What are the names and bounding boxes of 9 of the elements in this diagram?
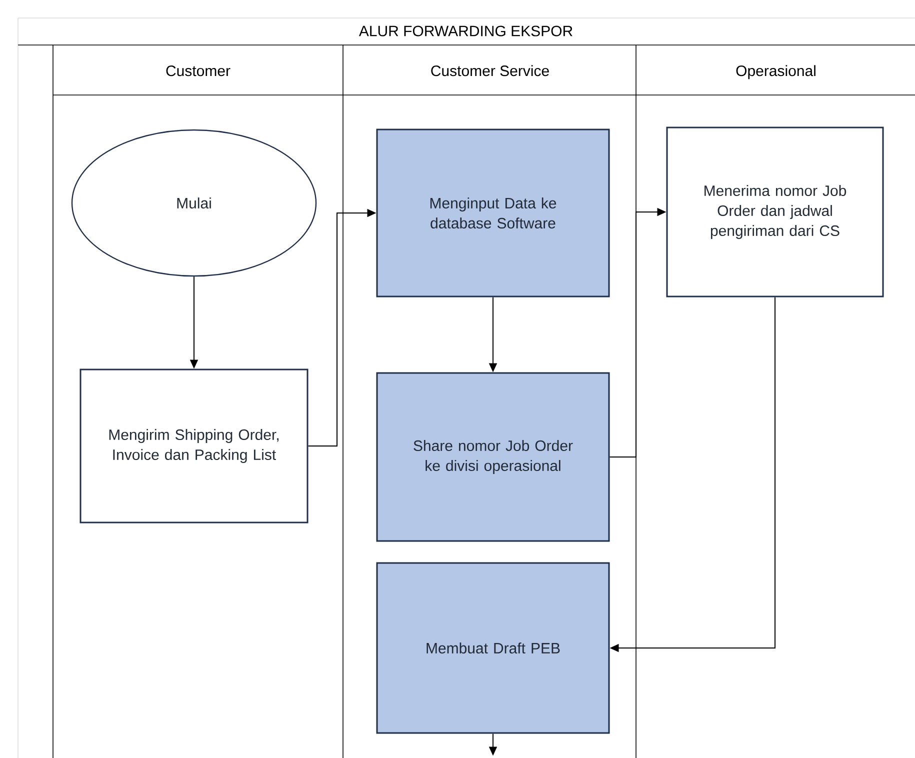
title: ALUR FORWARDING EKSPOR	[358, 26, 572, 36]
lane-header: Operasional	[736, 65, 816, 80]
process-box: Share nomor Job Order ke divisi operasional	[376, 372, 610, 542]
process-box: Membuat Draft PEB	[376, 562, 610, 734]
lane-header: Customer	[166, 66, 230, 76]
process-box: Menginput Data ke database Software	[376, 128, 610, 298]
process-box: Mengirim Shipping Order, Invoice dan Packing List	[80, 368, 308, 524]
process-box: Menerima nomor Job Order dan jadwal pengiriman dari CS	[666, 126, 884, 298]
lane-header: Customer Service	[431, 65, 549, 76]
